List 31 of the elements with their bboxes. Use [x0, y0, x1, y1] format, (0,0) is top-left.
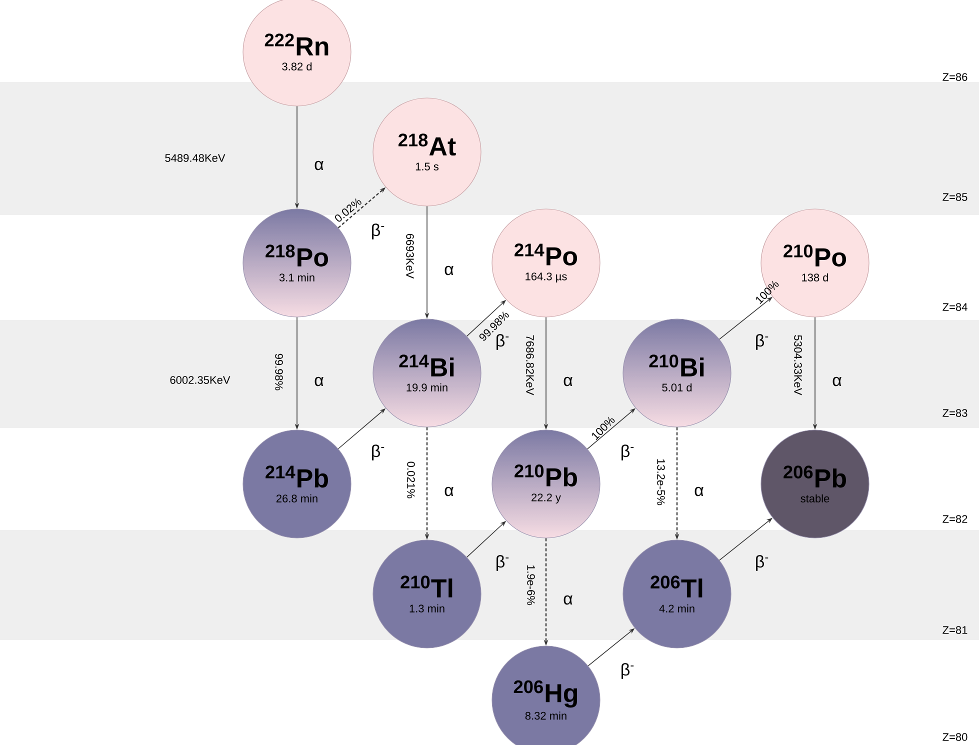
- edge-label: β$^{-}$: [496, 555, 509, 571]
- annotation-text: 99.98%: [275, 354, 283, 390]
- edge-label: β$^{-}$: [372, 444, 384, 460]
- annotation-text: Z=80: [942, 733, 968, 741]
- edge-label: α: [832, 376, 842, 386]
- annotation-text: Z=85: [942, 193, 968, 201]
- edge-label: β$^{-}$: [622, 444, 634, 460]
- annotation-text: Z=84: [942, 303, 968, 311]
- annotation-text: 13.2e-5%: [657, 459, 665, 506]
- edge-label: α: [564, 376, 572, 386]
- annotation-text: Z=82: [942, 515, 968, 523]
- edge-label: α: [314, 376, 324, 386]
- annotation-text: 5489.48KeV: [165, 154, 226, 162]
- edge-label: α: [314, 160, 324, 170]
- annotation-text: 0.021%: [407, 462, 415, 498]
- annotation-text: Z=86: [942, 73, 968, 81]
- annotation-text: 6002.35KeV: [170, 376, 230, 384]
- edge-label: β$^{-}$: [622, 663, 634, 679]
- annotation-text: Z=81: [942, 626, 968, 634]
- edge-label: β$^{-}$: [372, 224, 384, 240]
- annotation-text: 1.9e-6%: [527, 565, 535, 606]
- annotation-text: 7686.82KeV: [526, 335, 534, 396]
- annotation-text: 5304.33KeV: [794, 335, 802, 396]
- edge-label: α: [564, 595, 572, 605]
- edge-label: α: [444, 266, 454, 276]
- edge-label: α: [444, 486, 454, 496]
- edge-label: β$^{-}$: [756, 334, 768, 350]
- annotation-text: Z=83: [942, 409, 968, 417]
- annotation-text: 6693KeV: [406, 234, 414, 279]
- edge-label: α: [694, 486, 704, 496]
- edge-label: β$^{-}$: [756, 555, 768, 571]
